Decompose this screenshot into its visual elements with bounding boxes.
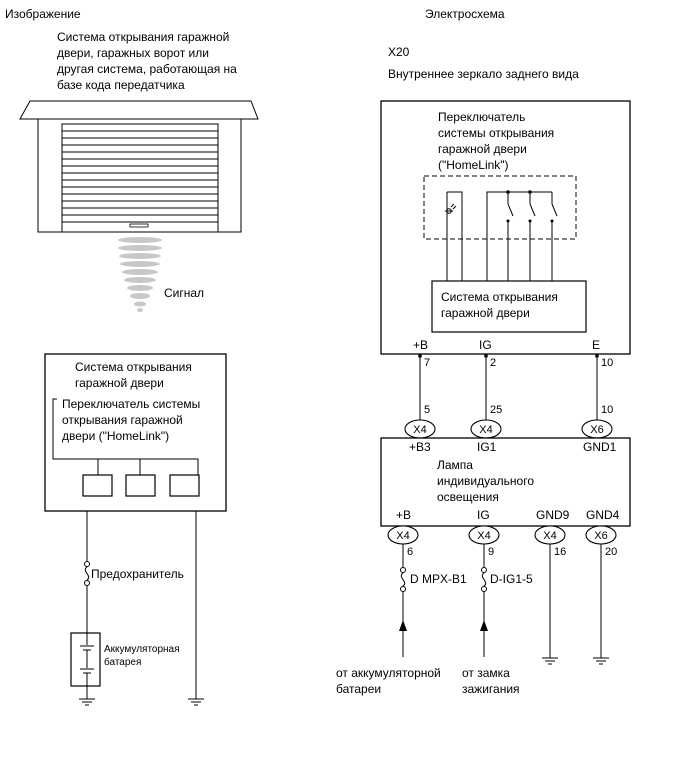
connector-code: X4 <box>396 530 409 542</box>
source-label: от замка <box>462 666 510 680</box>
bottom-pin-name: +B <box>396 508 411 522</box>
mirror-box <box>380 100 631 355</box>
signal-waves-icon <box>118 237 162 312</box>
bottom-pin-number: 9 <box>488 546 494 558</box>
left-fuse-label: Предохранитель <box>91 567 184 581</box>
mid-connector: X4 <box>404 419 436 439</box>
mid-connector: X4 <box>470 419 502 439</box>
pin-name: +B <box>413 338 428 352</box>
fuse-label: D-IG1-5 <box>490 572 533 586</box>
ground-circuit-gnd9 <box>542 544 558 665</box>
source-label: зажигания <box>462 682 520 696</box>
left-switch-line: Переключатель системы <box>62 397 200 411</box>
connector-id: X20 <box>388 45 410 59</box>
signal-label: Сигнал <box>164 286 204 300</box>
battery-feed-circuit <box>399 544 407 657</box>
left-switch-line: открывания гаражной <box>62 413 183 427</box>
connector-code: X6 <box>594 530 607 542</box>
right-header: Электросхема <box>425 7 505 21</box>
bottom-pin-number: 6 <box>407 546 413 558</box>
left-power-circuit <box>70 511 101 706</box>
mid-connector: X6 <box>581 419 613 439</box>
left-header: Изображение <box>5 7 81 21</box>
lamp-line: индивидуального <box>437 474 534 488</box>
connector-code: X4 <box>413 424 426 436</box>
connector-code: X6 <box>590 424 603 436</box>
source-line: двери, гаражных ворот или <box>57 46 209 60</box>
left-battery-line: батарея <box>104 656 141 668</box>
right-switch-line: гаражной двери <box>438 142 527 156</box>
mid-pin-name: +B3 <box>409 440 431 454</box>
connector-code: X4 <box>479 424 492 436</box>
left-switch-bracket <box>52 398 199 475</box>
source-label: батареи <box>336 682 381 696</box>
left-button-2 <box>125 474 156 497</box>
bottom-pin-name: GND9 <box>536 508 570 522</box>
left-battery-line: Аккумуляторная <box>104 644 180 655</box>
pin-name: IG <box>479 338 492 352</box>
bottom-connector: X4 <box>534 525 566 545</box>
ignition-feed-circuit <box>480 544 488 657</box>
left-unit-line: Система открывания <box>75 360 192 374</box>
right-unit-line: Система открывания <box>441 290 558 304</box>
source-line: базе кода передатчика <box>57 78 185 92</box>
pin-number: 10 <box>601 357 613 369</box>
source-label: от аккумуляторной <box>336 666 441 680</box>
right-switch-line: Переключатель <box>438 110 525 124</box>
bottom-connector: X4 <box>468 525 500 545</box>
mid-pin-name: IG1 <box>477 440 497 454</box>
mid-pin-number: 10 <box>601 404 613 416</box>
switch-dashed-box <box>423 175 577 240</box>
left-button-3 <box>169 474 200 497</box>
indicator-led-icon <box>445 191 463 281</box>
lamp-line: освещения <box>437 490 499 504</box>
left-button-1 <box>82 474 113 497</box>
left-switch-line: двери ("HomeLink") <box>62 429 169 443</box>
connector-name: Внутреннее зеркало заднего вида <box>388 67 579 81</box>
right-unit-line: гаражной двери <box>441 306 530 320</box>
lamp-line: Лампа <box>437 458 473 472</box>
source-description: Система открывания гаражной двери, гараж… <box>57 30 237 92</box>
right-switch-line: системы открывания <box>438 126 554 140</box>
bottom-pin-number: 20 <box>605 546 617 558</box>
bottom-pin-number: 16 <box>554 546 566 558</box>
bottom-connector: X6 <box>585 525 617 545</box>
left-ground-circuit <box>188 511 204 706</box>
fuse-label: D MPX-B1 <box>410 572 467 586</box>
garage-icon <box>19 100 259 233</box>
connector-code: X4 <box>477 530 490 542</box>
source-line: Система открывания гаражной <box>57 30 229 44</box>
left-unit-box <box>44 353 227 512</box>
mid-pin-number: 25 <box>490 404 502 416</box>
mid-pin-name: GND1 <box>583 440 617 454</box>
switch-contacts-icon <box>486 190 558 281</box>
bottom-pin-name: IG <box>477 508 490 522</box>
bottom-connector: X4 <box>387 525 419 545</box>
bottom-pin-name: GND4 <box>586 508 620 522</box>
pin-number: 2 <box>490 357 496 369</box>
left-unit-line: гаражной двери <box>75 376 164 390</box>
pin-name: E <box>592 338 600 352</box>
right-unit-box <box>431 280 587 333</box>
ground-circuit-gnd4 <box>593 544 609 665</box>
source-line: другая система, работающая на <box>57 62 237 76</box>
pin-number: 7 <box>424 357 430 369</box>
connector-code: X4 <box>543 530 556 542</box>
lamp-box <box>380 437 631 527</box>
right-switch-line: ("HomeLink") <box>438 158 509 172</box>
mid-pin-number: 5 <box>424 404 430 416</box>
upper-wires <box>418 354 599 420</box>
